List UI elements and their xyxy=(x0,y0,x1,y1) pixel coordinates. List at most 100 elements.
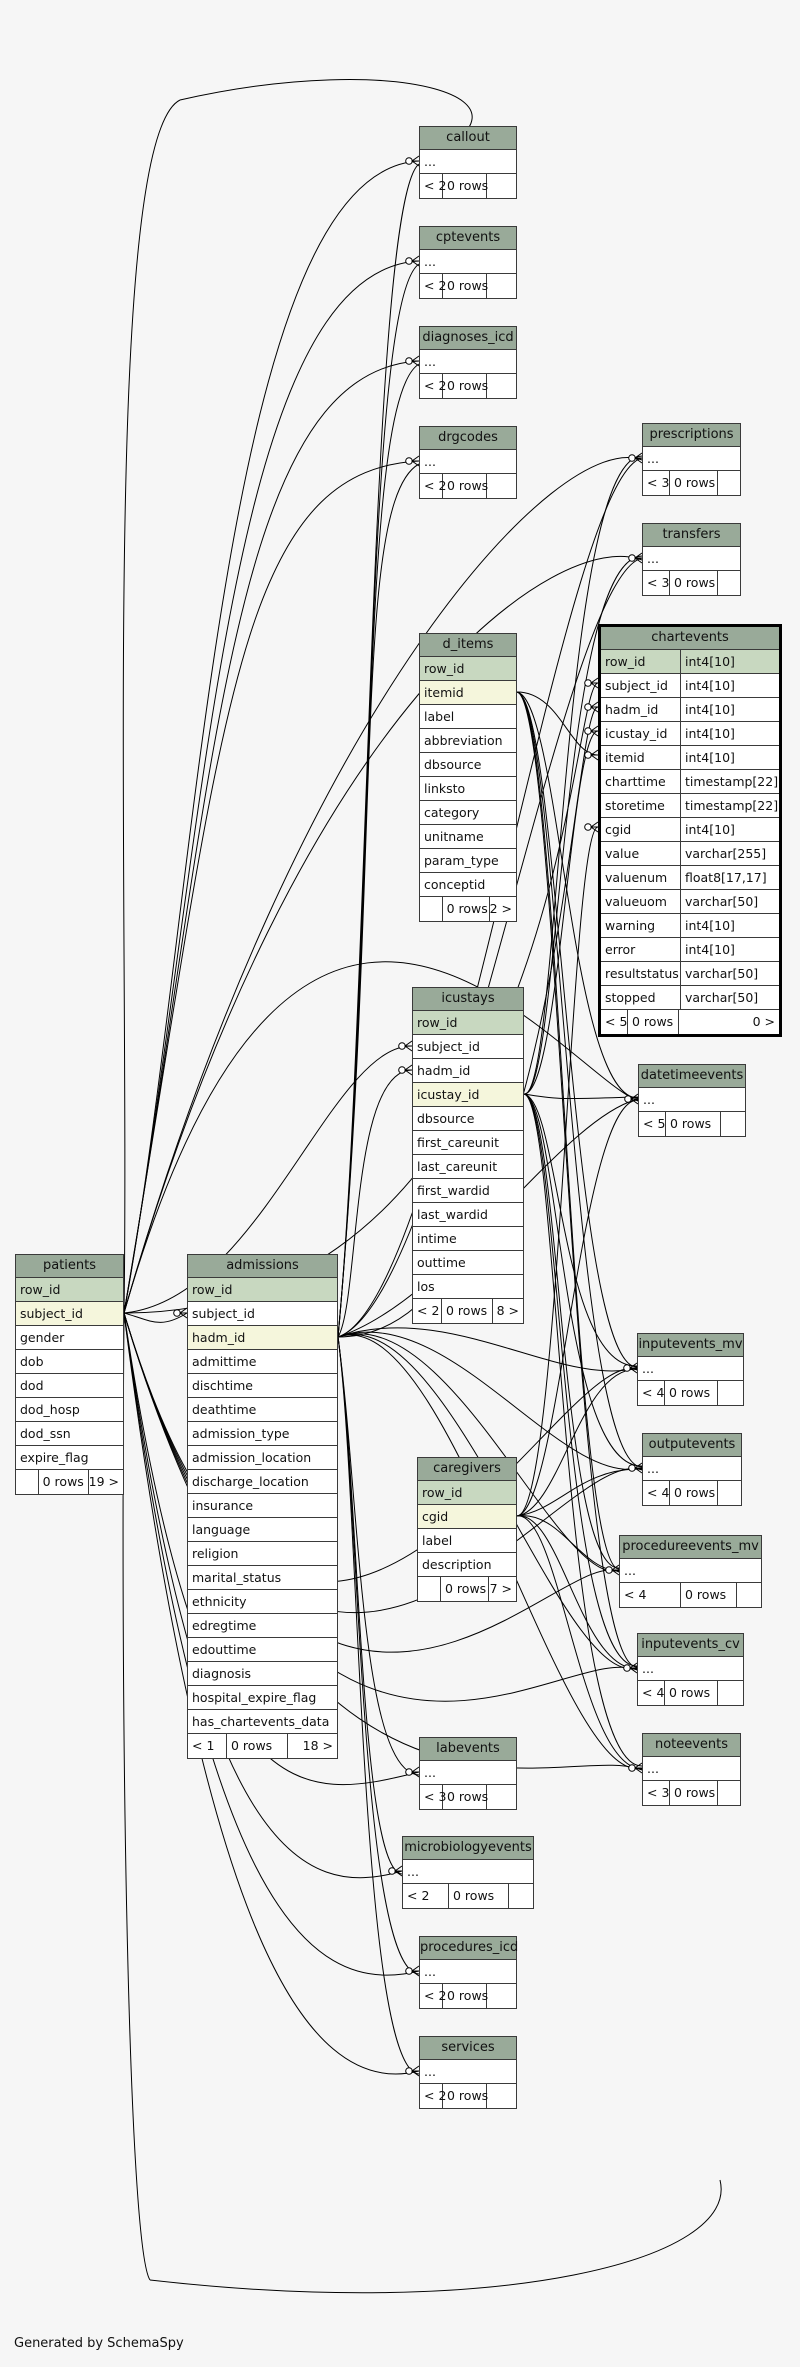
column-name: subject_id xyxy=(413,1035,523,1059)
column-name: gender xyxy=(16,1326,123,1350)
column-name: linksto xyxy=(420,777,516,801)
children-count xyxy=(487,1785,516,1809)
parents-count: < 4 xyxy=(638,1381,665,1405)
column-name: stopped xyxy=(601,986,681,1009)
children-count: 7 > xyxy=(489,1581,512,1596)
column-row: storetime timestamp[22] xyxy=(601,794,779,818)
relationship-edge xyxy=(337,1336,403,1875)
column-name: storetime xyxy=(601,794,681,817)
crows-foot-icon xyxy=(623,1362,638,1374)
crows-foot-icon xyxy=(605,1564,620,1576)
row-count: 0 rows xyxy=(670,571,718,595)
relationship-edge xyxy=(523,1093,620,1569)
column-name: icustay_id xyxy=(413,1083,523,1107)
crows-foot-icon xyxy=(398,1064,413,1076)
row-count: 0 rows xyxy=(443,174,488,198)
children-count: 0 > xyxy=(752,1014,775,1029)
column-name: ... xyxy=(420,150,516,174)
relationship-edge xyxy=(123,260,420,1314)
column-name: label xyxy=(420,705,516,729)
column-type: timestamp[22] xyxy=(685,798,779,813)
children-count xyxy=(487,174,516,198)
relationship-edge xyxy=(337,1336,420,1776)
relationship-edge xyxy=(516,1515,620,1572)
column-type: varchar[50] xyxy=(685,966,759,981)
column-name: dischtime xyxy=(188,1374,337,1398)
column-name: itemid xyxy=(601,746,681,769)
column-name: hadm_id xyxy=(413,1059,523,1083)
row-count: 0 rows xyxy=(681,1583,737,1607)
table-title: prescriptions xyxy=(643,424,740,447)
children-count: 8 > xyxy=(496,1303,519,1318)
column-name: insurance xyxy=(188,1494,337,1518)
parents-count: < 2 xyxy=(403,1884,449,1908)
relationship-edge xyxy=(337,363,420,1338)
column-name: diagnosis xyxy=(188,1662,337,1686)
table-title: procedureevents_mv xyxy=(620,1536,761,1559)
column-name: ... xyxy=(639,1088,745,1112)
children-count xyxy=(718,1681,743,1705)
row-count: 0 rows xyxy=(628,1010,679,1034)
parents-count: < 5 xyxy=(639,1112,666,1136)
row-count: 0 rows xyxy=(441,1577,489,1601)
table-title: chartevents xyxy=(601,627,779,650)
children-count xyxy=(718,1481,741,1505)
column-name: has_chartevents_data xyxy=(188,1710,337,1734)
column-name: first_careunit xyxy=(413,1131,523,1155)
column-name: resultstatus xyxy=(601,962,681,985)
column-name: intime xyxy=(413,1227,523,1251)
column-name: icustay_id xyxy=(601,722,681,745)
column-name: param_type xyxy=(420,849,516,873)
column-name: abbreviation xyxy=(420,729,516,753)
column-name: dod xyxy=(16,1374,123,1398)
parents-count: < 4 xyxy=(620,1583,681,1607)
relationship-edge xyxy=(123,555,643,1314)
crows-foot-icon xyxy=(628,1462,643,1474)
column-name: ... xyxy=(643,1757,740,1781)
column-name: ethnicity xyxy=(188,1590,337,1614)
column-name: language xyxy=(188,1518,337,1542)
table-title: microbiologyevents xyxy=(403,1837,533,1860)
column-name: ... xyxy=(638,1657,743,1681)
column-type: varchar[50] xyxy=(685,894,759,909)
parents-count xyxy=(420,897,443,921)
column-name: row_id xyxy=(16,1278,123,1302)
column-name: label xyxy=(418,1529,516,1553)
parents-count: < 2 xyxy=(420,1984,446,2008)
column-name: outtime xyxy=(413,1251,523,1275)
column-type: varchar[255] xyxy=(685,846,767,861)
relationship-edge xyxy=(122,1312,151,2281)
children-count xyxy=(718,1781,740,1805)
column-name: ... xyxy=(420,250,516,274)
crows-foot-icon xyxy=(405,455,420,467)
table-title: datetimeevents xyxy=(639,1065,745,1088)
